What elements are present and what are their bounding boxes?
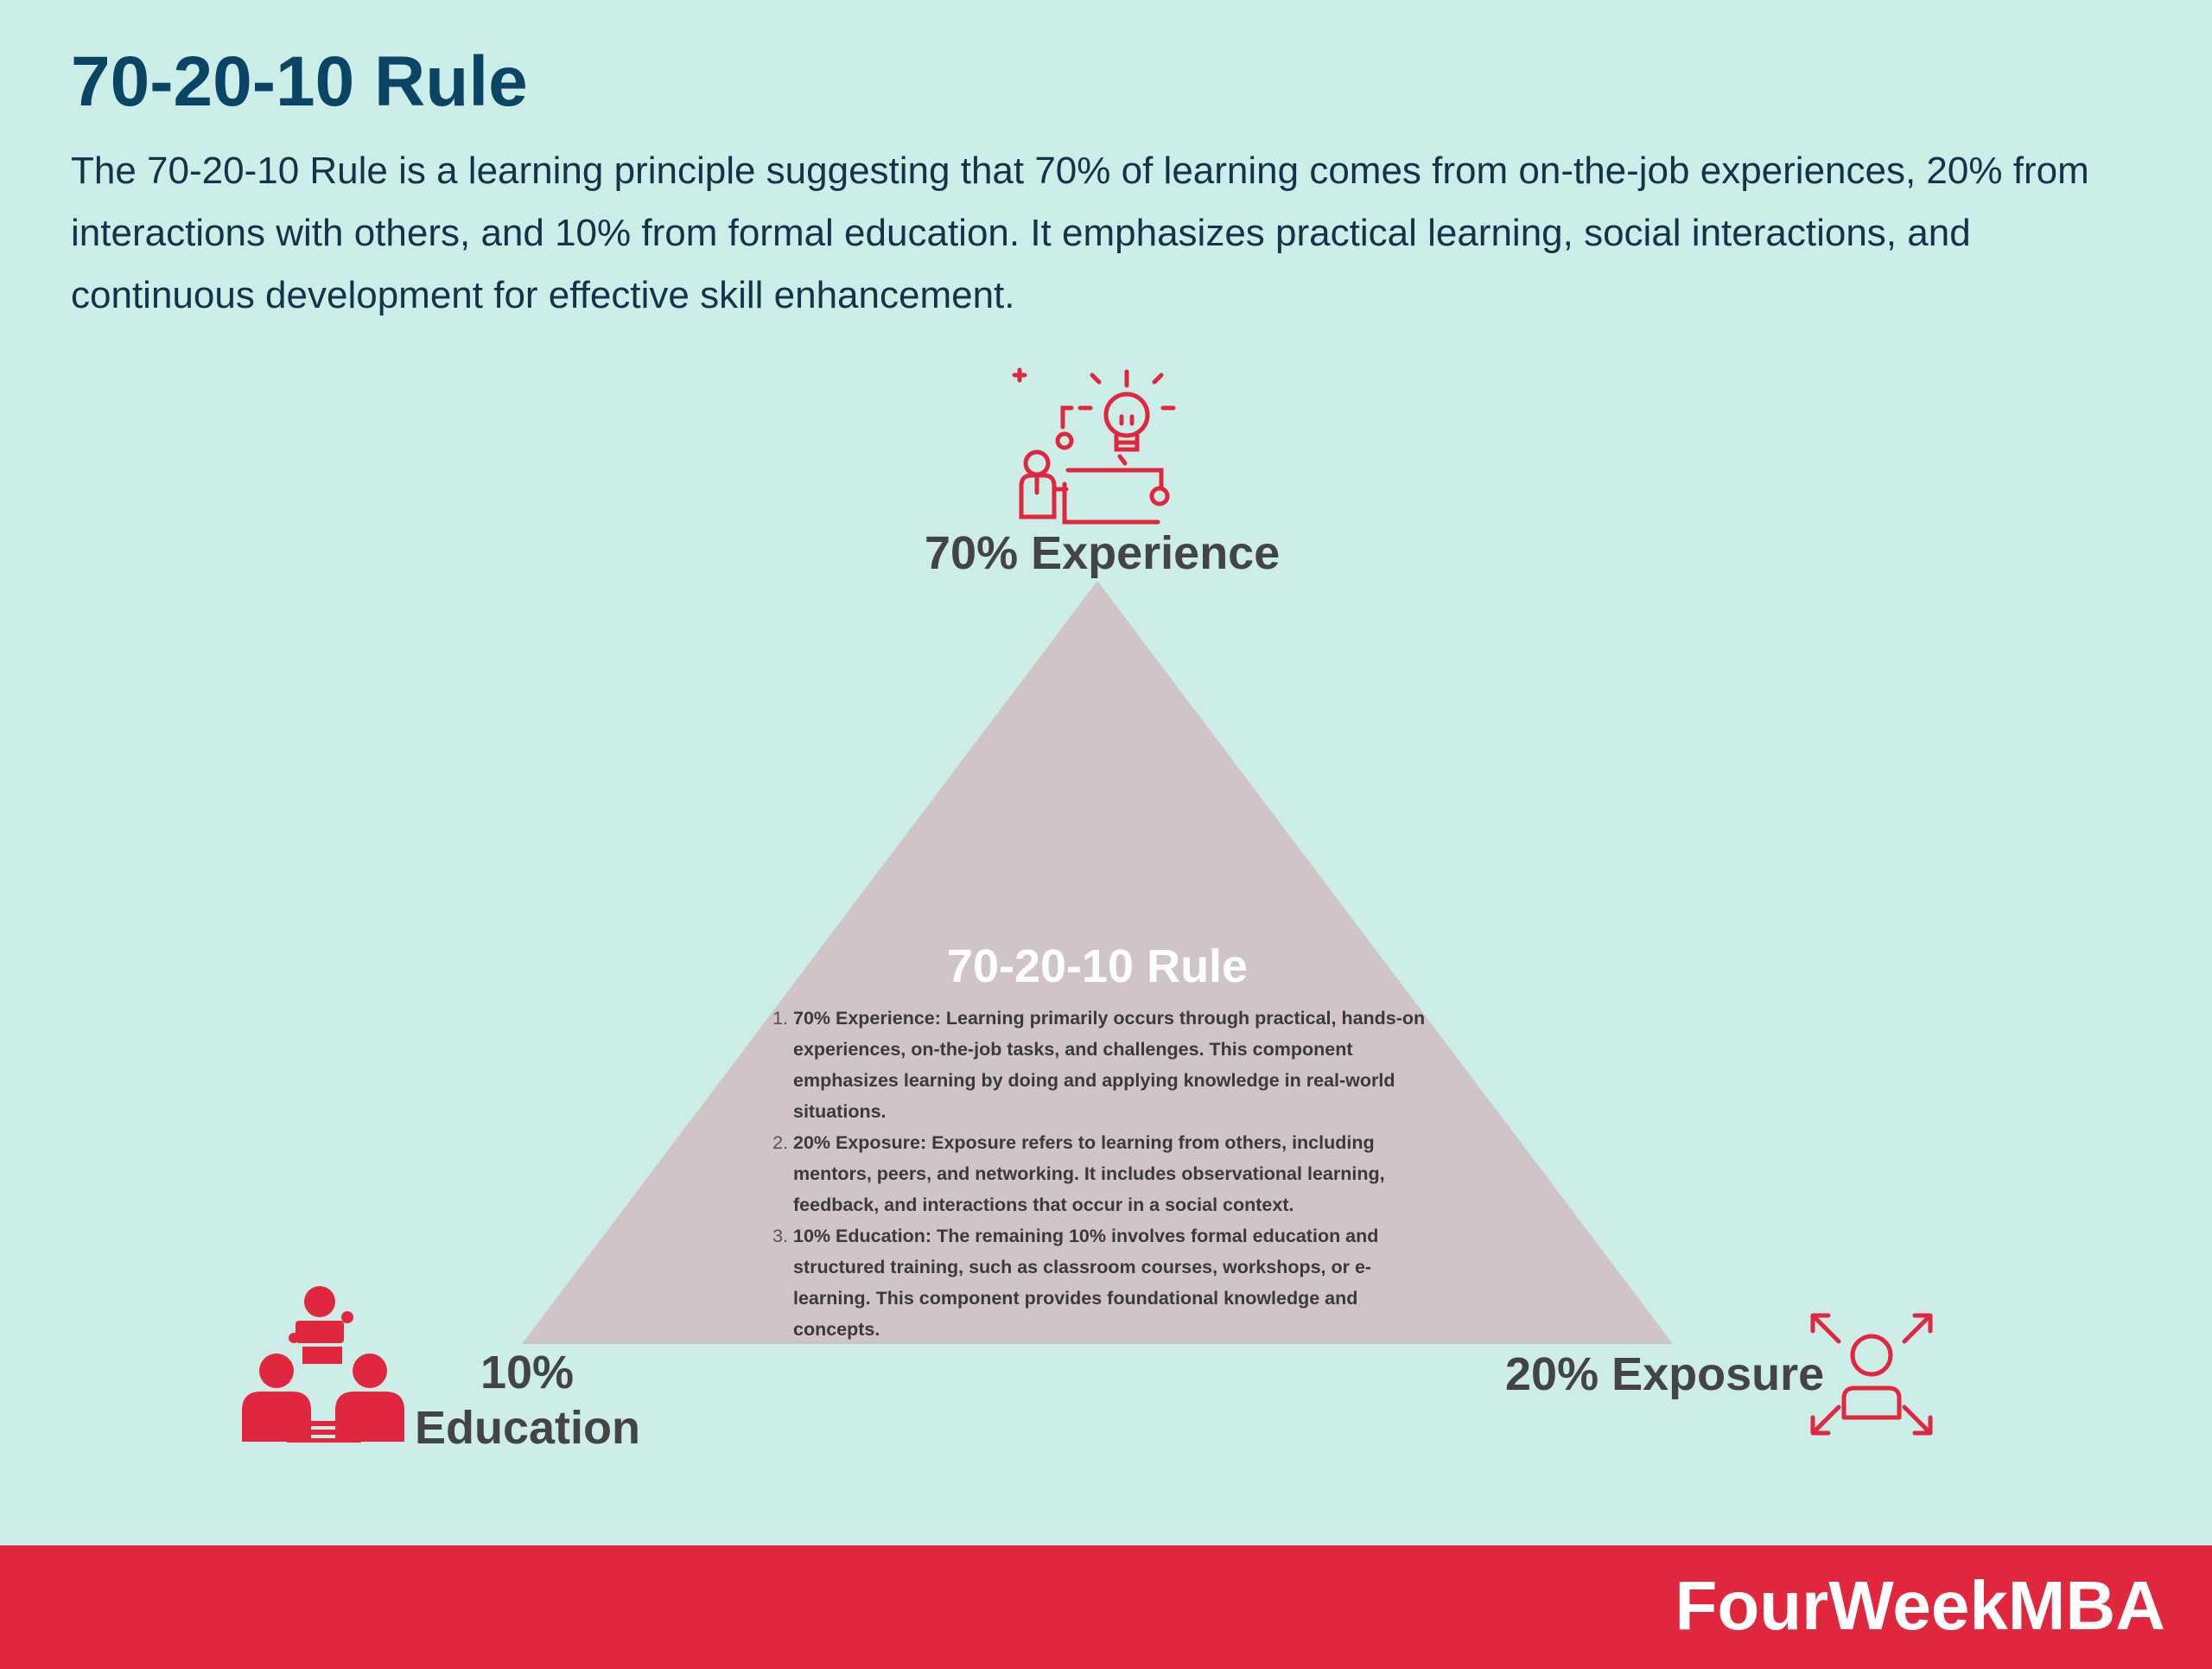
- person-expand-arrows-icon: [1810, 1313, 1933, 1436]
- classroom-people-icon: [242, 1286, 404, 1443]
- pyramid-triangle: [522, 581, 1673, 1344]
- label-exposure: 20% Exposure: [1505, 1348, 1825, 1400]
- list-item: 20% Exposure: Exposure refers to learnin…: [793, 1127, 1433, 1220]
- list-item: 70% Experience: Learning primarily occur…: [793, 1003, 1433, 1127]
- list-item: 10% Education: The remaining 10% involve…: [793, 1220, 1433, 1345]
- brand-logo[interactable]: FourWeekMBA: [1675, 1567, 2165, 1644]
- intro-paragraph: The 70-20-10 Rule is a learning principl…: [71, 150, 2089, 316]
- label-education: 10% Education: [415, 1347, 641, 1454]
- center-title: 70-20-10 Rule: [946, 940, 1249, 992]
- person-idea-desk-icon: [1012, 367, 1176, 525]
- label-experience: 70% Experience: [925, 527, 1281, 579]
- page-title: 70-20-10 Rule: [71, 42, 528, 121]
- center-list: 70% Experience: Learning primarily occur…: [760, 1003, 1433, 1345]
- footer-bar: FourWeekMBA: [0, 1545, 2212, 1669]
